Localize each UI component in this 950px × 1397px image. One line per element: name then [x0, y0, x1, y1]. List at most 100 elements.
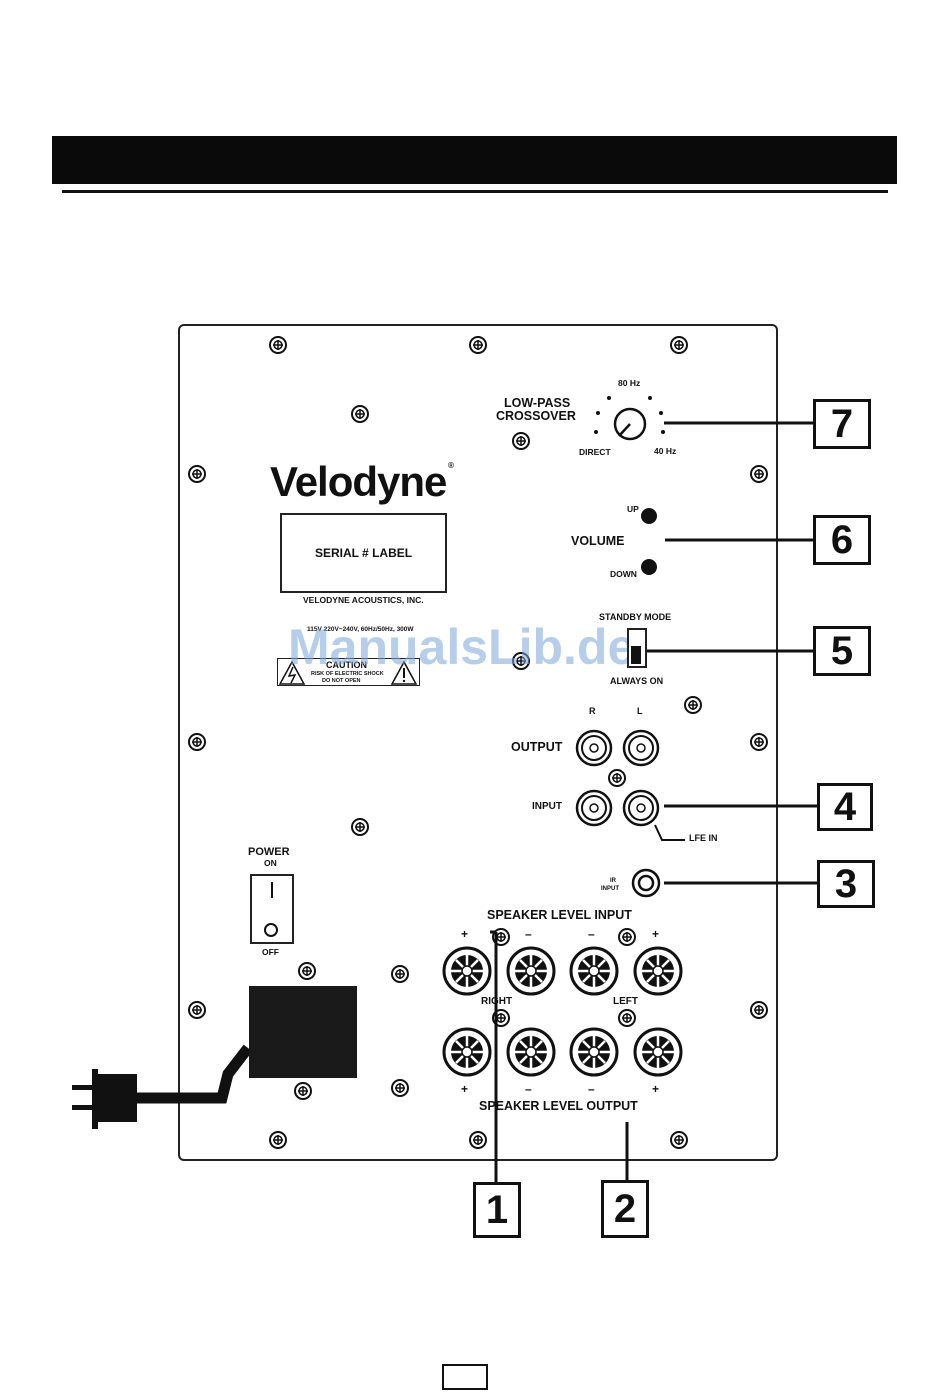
ir-label-1: IR	[610, 878, 616, 884]
screw-icon	[512, 432, 530, 450]
lfe-pointer	[654, 824, 685, 841]
screw-icon	[670, 336, 688, 354]
channel-r-label: R	[589, 706, 596, 716]
crossover-scale-dots	[594, 396, 665, 434]
speaker-input-left-minus[interactable]	[569, 946, 619, 996]
ir-input-jack[interactable]	[631, 868, 661, 898]
screw-icon	[269, 1131, 287, 1149]
power-off-mark	[264, 923, 278, 937]
output-l-jack[interactable]	[622, 729, 660, 767]
output-label: OUTPUT	[511, 740, 563, 754]
rating-text: 115V 220V~240V, 60Hz/50Hz, 300W	[307, 626, 414, 633]
header-bar	[52, 136, 897, 184]
callout-5: 5	[813, 626, 871, 676]
screw-icon	[750, 1001, 768, 1019]
screw-icon	[608, 769, 626, 787]
volume-up-button[interactable]	[641, 508, 657, 524]
screw-icon	[670, 1131, 688, 1149]
crossover-knob[interactable]	[613, 407, 647, 441]
polarity-plus: +	[652, 1082, 660, 1096]
callout-7: 7	[813, 399, 871, 449]
speaker-output-left-plus[interactable]	[633, 1027, 683, 1077]
screw-icon	[391, 965, 409, 983]
caution-line-2: DO NOT OPEN	[322, 678, 361, 684]
screw-icon	[351, 818, 369, 836]
serial-label-box: SERIAL # LABEL	[280, 513, 447, 593]
watermark: ManualsLib.de	[288, 619, 636, 675]
polarity-minus: –	[588, 927, 595, 941]
volume-down-button[interactable]	[641, 559, 657, 575]
input-lfe-jack[interactable]	[622, 789, 660, 827]
lfe-in-label: LFE IN	[689, 833, 718, 843]
serial-label-text: SERIAL # LABEL	[314, 546, 413, 560]
caution-title: CAUTION	[326, 660, 367, 670]
speaker-output-right-minus[interactable]	[506, 1027, 556, 1077]
caution-line-1: RISK OF ELECTRIC SHOCK	[311, 671, 384, 677]
screw-icon	[618, 928, 636, 946]
screw-icon	[298, 962, 316, 980]
warning-icon	[390, 660, 418, 685]
polarity-minus: –	[525, 1082, 532, 1096]
polarity-plus: +	[461, 927, 469, 941]
polarity-plus: +	[652, 927, 660, 941]
caution-label	[277, 658, 420, 686]
output-r-jack[interactable]	[575, 729, 613, 767]
polarity-minus: –	[588, 1082, 595, 1096]
callout-4: 4	[817, 783, 873, 831]
speaker-output-left-minus[interactable]	[569, 1027, 619, 1077]
always-on-label: ALWAYS ON	[610, 676, 664, 686]
input-r-jack[interactable]	[575, 789, 613, 827]
power-off-label: OFF	[262, 947, 279, 957]
crossover-label-1: LOW-PASS	[504, 396, 571, 410]
power-on-label: ON	[264, 858, 277, 868]
leader-lines	[490, 421, 817, 1182]
header-rule	[62, 190, 888, 193]
callout-1: 1	[473, 1182, 521, 1238]
channel-l-label: L	[637, 706, 643, 716]
screw-icon	[750, 465, 768, 483]
standby-switch-knob	[631, 646, 641, 664]
screw-icon	[188, 465, 206, 483]
power-switch[interactable]	[250, 874, 294, 944]
speaker-output-right-plus[interactable]	[442, 1027, 492, 1077]
callout-6: 6	[813, 515, 871, 565]
speaker-input-right-plus[interactable]	[442, 946, 492, 996]
screw-icon	[750, 733, 768, 751]
right-label: RIGHT	[481, 996, 513, 1007]
screw-icon	[391, 1079, 409, 1097]
power-cord	[72, 1044, 253, 1129]
ir-label-2: INPUT	[601, 886, 619, 892]
speaker-input-left-plus[interactable]	[633, 946, 683, 996]
volume-label: VOLUME	[571, 534, 625, 548]
speaker-output-label: SPEAKER LEVEL OUTPUT	[479, 1099, 638, 1113]
crossover-label-2: CROSSOVER	[496, 409, 576, 423]
screw-icon	[351, 405, 369, 423]
crossover-80hz: 80 Hz	[618, 378, 641, 388]
callout-3: 3	[817, 860, 875, 908]
screw-icon	[618, 1009, 636, 1027]
screw-icon	[469, 1131, 487, 1149]
left-label: LEFT	[613, 996, 638, 1007]
screw-icon	[188, 1001, 206, 1019]
ac-inlet-block	[249, 986, 357, 1078]
polarity-plus: +	[461, 1082, 469, 1096]
standby-switch[interactable]	[627, 628, 647, 668]
power-label: POWER	[248, 846, 290, 858]
screw-icon	[684, 696, 702, 714]
speaker-input-right-minus[interactable]	[506, 946, 556, 996]
screw-icon	[469, 336, 487, 354]
callout-2: 2	[601, 1180, 649, 1238]
speaker-input-label: SPEAKER LEVEL INPUT	[487, 908, 632, 922]
brand-logo: Velodyne	[270, 458, 447, 505]
screw-icon	[294, 1082, 312, 1100]
crossover-direct: DIRECT	[579, 447, 611, 457]
power-on-mark	[271, 882, 273, 898]
trademark-mark: ®	[448, 461, 454, 470]
crossover-40hz: 40 Hz	[654, 446, 677, 456]
polarity-minus: –	[525, 927, 532, 941]
screw-icon	[269, 336, 287, 354]
input-label: INPUT	[532, 801, 562, 812]
page-number-box	[442, 1364, 488, 1390]
company-name: VELODYNE ACOUSTICS, INC.	[303, 595, 424, 605]
